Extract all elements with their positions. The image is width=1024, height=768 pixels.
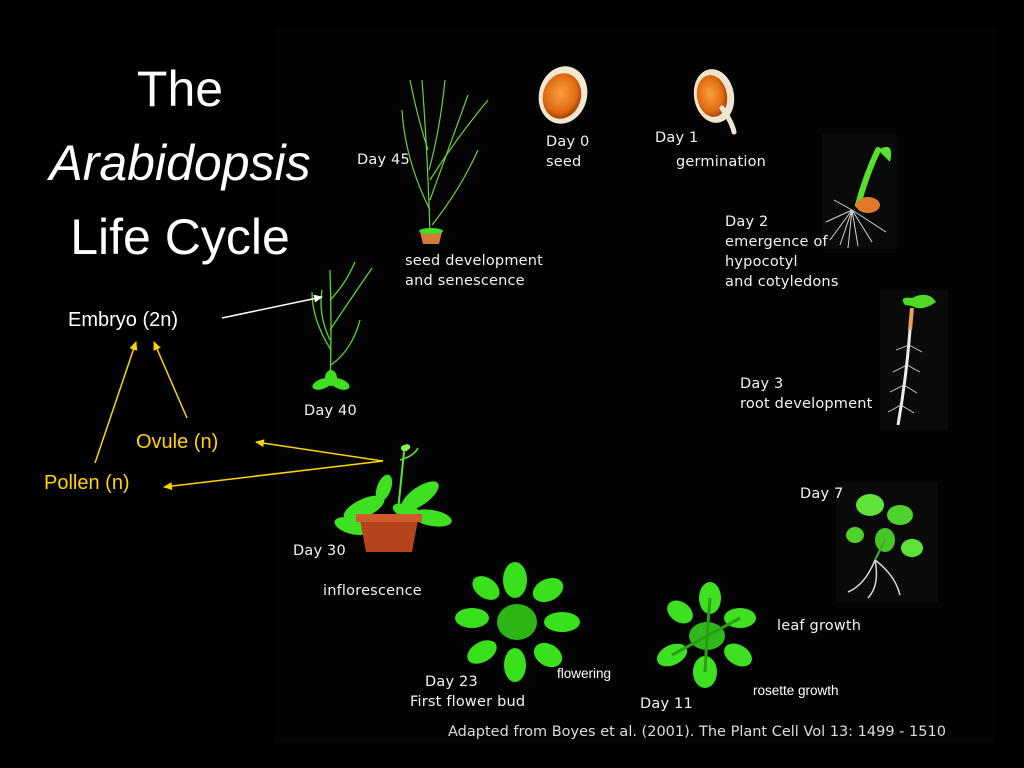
- stage-day2-day: Day 2: [725, 214, 769, 230]
- stage-day2-desc-2: hypocotyl: [725, 254, 798, 270]
- stage-day45-desc-1: seed development: [405, 253, 544, 269]
- arrow-flower-to-ovule: [255, 439, 384, 462]
- stage-day2-desc-1: emergence of: [725, 234, 828, 250]
- stage-day30-day: Day 30: [293, 543, 346, 559]
- stage-day7-day: Day 7: [800, 486, 844, 502]
- arrow-to-embryo: [221, 294, 323, 319]
- stage-day11-day: Day 11: [640, 696, 693, 712]
- stage-day1-day: Day 1: [655, 130, 699, 146]
- stage-day3: Day 3 root development: [740, 374, 873, 414]
- germinating-seed-image: [693, 69, 737, 135]
- ovule-label: Ovule (n): [136, 431, 219, 453]
- stage-day23-desc: First flower bud: [410, 694, 526, 710]
- stage-day0-desc: seed: [546, 154, 582, 170]
- seedling-day3-image: [880, 290, 948, 430]
- stage-day3-desc: root development: [740, 396, 873, 412]
- seedling-day2-image: [822, 134, 897, 249]
- arrow-ovule-to-embryo: [153, 341, 188, 419]
- seed-image: [538, 66, 588, 124]
- stage-day1-desc: germination: [676, 154, 767, 170]
- stage-day2-desc-3: and cotyledons: [725, 274, 839, 290]
- title-line-3: Life Cycle: [70, 209, 290, 265]
- stage-day45-day: Day 45: [357, 152, 410, 168]
- title-line-1: The: [136, 61, 224, 117]
- pollen-label: Pollen (n): [44, 472, 130, 494]
- stage-day40-day: Day 40: [304, 403, 357, 419]
- stage-day45-desc-2: and senescence: [405, 273, 525, 289]
- stage-day23-flowering: flowering: [557, 666, 612, 681]
- stage-day0: Day 0 seed: [546, 132, 589, 172]
- potted-plant-day30-image: [334, 444, 452, 552]
- stage-day23-day: Day 23: [425, 674, 478, 690]
- young-plant-day7-image: [836, 482, 938, 602]
- flowering-plant-day40-image: [311, 261, 373, 390]
- stage-day7-desc: leaf growth: [777, 618, 862, 634]
- stage-day2: Day 2 emergence of hypocotyl and cotyled…: [725, 212, 839, 292]
- slide-title: The Arabidopsis Life Cycle: [0, 52, 360, 274]
- embryo-label: Embryo (2n): [68, 309, 179, 331]
- arrow-flower-to-pollen: [163, 460, 384, 491]
- arrow-pollen-to-embryo: [94, 341, 138, 464]
- stage-day0-day: Day 0: [546, 134, 590, 150]
- stage-day3-day: Day 3: [740, 376, 784, 392]
- rosette-day11-image: [656, 582, 756, 688]
- stage-day11-desc: rosette growth: [753, 683, 839, 698]
- stage-day30-desc: inflorescence: [323, 583, 422, 599]
- senescing-plant-day45-image: [401, 79, 489, 244]
- title-line-2: Arabidopsis: [49, 135, 311, 191]
- stage-day45-desc: seed development and senescence: [405, 251, 543, 291]
- citation: Adapted from Boyes et al. (2001). The Pl…: [448, 724, 946, 740]
- rosette-day23-image: [455, 562, 580, 682]
